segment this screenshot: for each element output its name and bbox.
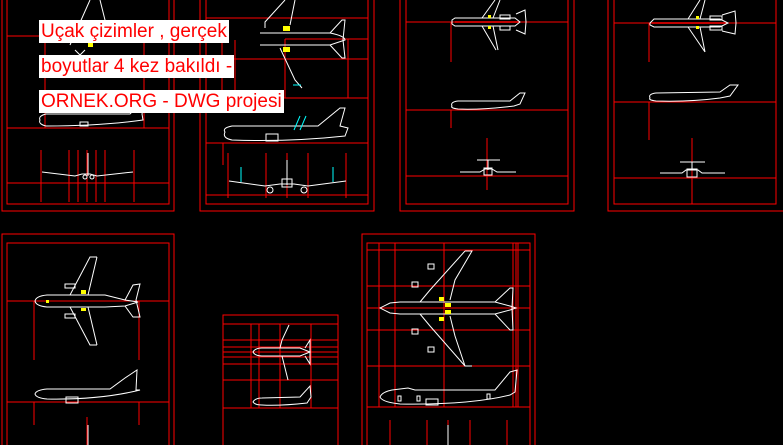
sheet-5-aircraft	[34, 256, 141, 445]
sheet-3-aircraft	[451, 0, 527, 176]
sheet-7	[361, 233, 536, 445]
title-overlay: Uçak çizimler , gerçek boyutlar 4 kez ba…	[39, 20, 284, 125]
sheet-4	[607, 0, 783, 212]
title-line-3: ORNEK.ORG - DWG projesi	[39, 90, 284, 113]
sheet-6-aircraft	[252, 324, 312, 406]
title-line-2: boyutlar 4 kez bakıldı -	[39, 55, 235, 78]
sheet-5	[1, 233, 175, 445]
sheet-3	[399, 0, 575, 212]
sheet-4-aircraft	[649, 0, 739, 178]
sheet-7-aircraft	[378, 250, 518, 445]
title-line-1: Uçak çizimler , gerçek	[39, 20, 229, 43]
